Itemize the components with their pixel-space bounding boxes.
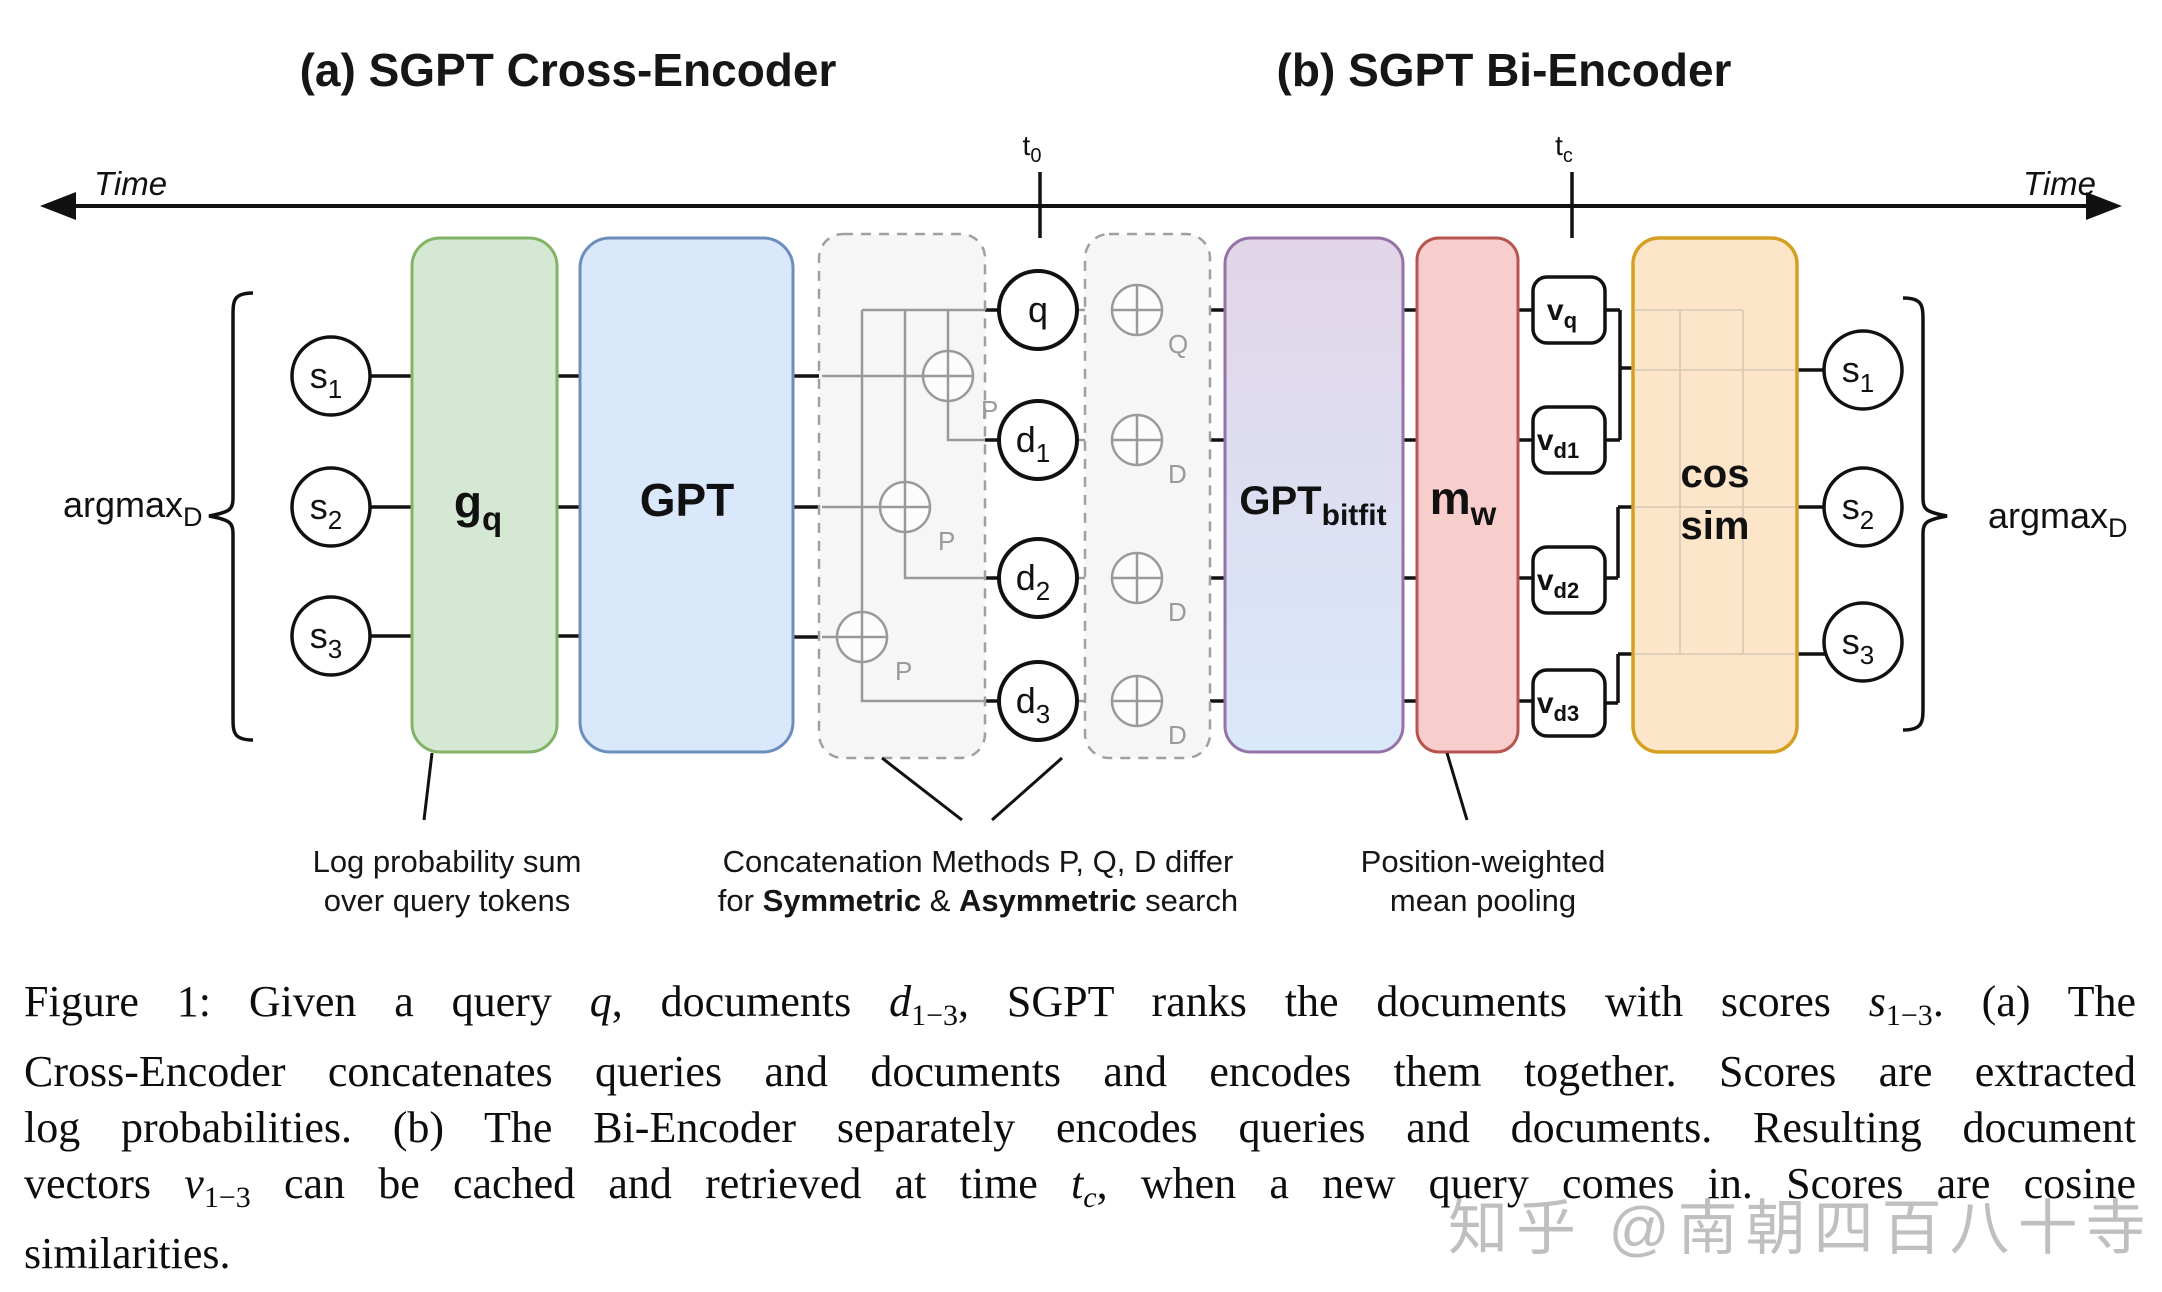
gpt-label: GPT (640, 474, 735, 526)
plus-circle-p3-icon: P (835, 610, 912, 686)
log-prob-note-line1: Log probability sum (312, 844, 582, 879)
tc-label: tc (1555, 130, 1573, 167)
svg-text:P: P (895, 656, 912, 686)
concat-qd-box (1083, 232, 1212, 760)
svg-text:D: D (1168, 459, 1187, 489)
time-label-right: Time (2023, 165, 2096, 202)
svg-text:D: D (1168, 720, 1187, 750)
s2-right-label: s2 (1842, 486, 1874, 535)
log-prob-note-line2: over query tokens (323, 883, 571, 918)
svg-text:P: P (938, 526, 955, 556)
sgpt-diagram: (a) SGPT Cross-Encoder (b) SGPT Bi-Encod… (40, 44, 2128, 822)
gq-block (410, 236, 559, 754)
cos-sim-block (1631, 236, 1799, 754)
right-curly-brace (1902, 296, 1948, 732)
s3-left-label: s3 (310, 615, 342, 664)
concat-note: Concatenation Methods P, Q, D differ for… (668, 842, 1288, 920)
left-arrowhead-icon (40, 192, 76, 220)
concat-qd-plus-icons: Q D D D (1110, 283, 1188, 750)
s3-right-label: s3 (1842, 621, 1874, 670)
pooling-note: Position-weighted mean pooling (1173, 842, 1793, 920)
vq-label: vq (1547, 294, 1577, 333)
cross-encoder-title: (a) SGPT Cross-Encoder (300, 44, 837, 96)
t0-label: t0 (1023, 130, 1042, 167)
s2-left-label: s2 (310, 486, 342, 535)
gpt-bitfit-block (1223, 236, 1405, 754)
plus-circle-d1-icon: D (1110, 413, 1187, 489)
argmax-left-label: argmaxD (63, 484, 203, 532)
mw-label: mw (1430, 472, 1497, 532)
svg-text:Q: Q (1168, 329, 1188, 359)
s1-right-label: s1 (1842, 349, 1874, 398)
left-curly-brace (208, 291, 254, 742)
argmax-right-label: argmaxD (1988, 495, 2128, 543)
pooling-note-line1: Position-weighted (1360, 844, 1606, 879)
gpt-bitfit-label: GPTbitfit (1239, 479, 1386, 532)
cos-sim-grid (1633, 309, 1797, 655)
svg-text:D: D (1168, 597, 1187, 627)
svg-text:P: P (981, 395, 998, 425)
time-axis: Time Time t0 tc (40, 130, 2122, 238)
log-prob-note: Log probability sum over query tokens (137, 842, 757, 920)
plus-circle-p1-icon: P (921, 349, 998, 425)
left-score-circles: s1 s2 s3 (290, 335, 372, 677)
caption-line: similarities. (24, 1229, 231, 1278)
concat-note-line2: for Symmetric & Asymmetric search (717, 883, 1239, 918)
s1-left-label: s1 (310, 355, 342, 404)
d3-token-label: d3 (1016, 680, 1051, 729)
plus-circle-q-icon: Q (1110, 283, 1188, 359)
right-score-circles: s1 s2 s3 (1822, 329, 1904, 683)
caption-line: Figure 1: Given a query q, documents d1−… (24, 977, 2136, 1032)
pooling-note-line2: mean pooling (1389, 883, 1577, 918)
d2-token-label: d2 (1016, 557, 1051, 606)
plus-circle-d2-icon: D (1110, 551, 1187, 627)
time-label-left: Time (94, 165, 167, 202)
gpt-block (578, 236, 795, 754)
sim-label: sim (1681, 504, 1750, 548)
caption-line: log probabilities. (b) The Bi-Encoder se… (24, 1103, 2136, 1152)
gq-label: gq (454, 476, 502, 537)
black-connectors (370, 308, 1828, 705)
leader-lines (422, 752, 1469, 822)
token-circles: q d1 d2 d3 (997, 269, 1079, 742)
concat-wiring-overlay (822, 308, 985, 703)
figure-caption: Figure 1: Given a query q, documents d1−… (24, 974, 2136, 1282)
watermark: 知乎 @南朝四百八十寺 (1448, 1195, 2154, 1262)
plus-circle-d3-icon: D (1110, 674, 1187, 750)
mw-block (1415, 236, 1520, 754)
q-token-label: q (1028, 289, 1048, 330)
caption-line: vectors v1−3 can be cached and retrieved… (24, 1159, 2136, 1214)
caption-line: Cross-Encoder concatenates queries and d… (24, 1047, 2136, 1096)
bi-encoder-title: (b) SGPT Bi-Encoder (1277, 44, 1732, 96)
vector-boxes: vq vd1 vd2 vd3 (1531, 275, 1607, 738)
vd1-label: vd1 (1537, 424, 1579, 463)
concat-p-plus-icons: P P P (835, 349, 998, 686)
concat-note-line1: Concatenation Methods P, Q, D differ (722, 844, 1234, 879)
cos-label: cos (1681, 452, 1750, 496)
d1-token-label: d1 (1016, 419, 1051, 468)
vd2-label: vd2 (1537, 564, 1579, 603)
right-arrowhead-icon (2086, 192, 2122, 220)
vd3-label: vd3 (1537, 687, 1579, 726)
plus-circle-p2-icon: P (878, 480, 955, 556)
